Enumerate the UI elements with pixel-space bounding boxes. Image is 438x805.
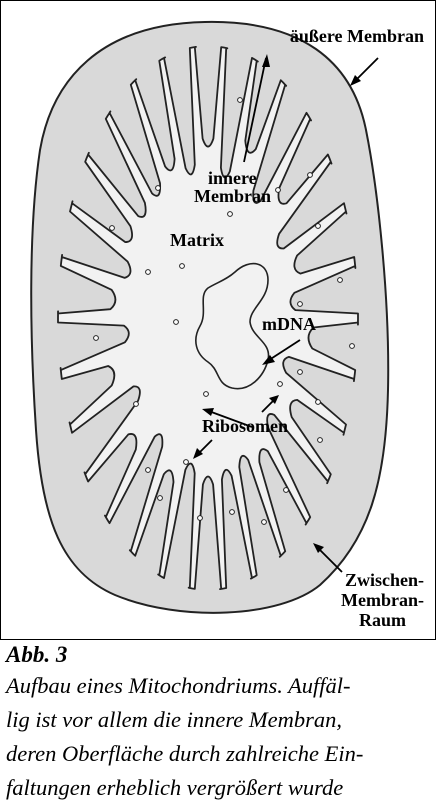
ribosome-dot — [184, 460, 189, 465]
caption-line: Aufbau eines Mitochondriums. Auffäl- — [6, 669, 436, 703]
label-intermembrane-2: Membran- — [341, 590, 424, 610]
caption-line: faltungen erheblich vergrößert wurde — [6, 771, 436, 805]
ribosome-dot — [94, 336, 99, 341]
figure-caption-title: Abb. 3 — [6, 641, 67, 669]
ribosome-dot — [156, 186, 161, 191]
ribosome-dot — [262, 520, 267, 525]
ribosome-dot — [230, 510, 235, 515]
ribosome-dot — [308, 173, 313, 178]
ribosome-dot — [134, 402, 139, 407]
label-inner-membrane-2: Membran — [194, 186, 271, 206]
label-outer-membrane: äußere Membran — [290, 26, 424, 46]
ribosome-dot — [284, 488, 289, 493]
ribosome-dot — [110, 226, 115, 231]
ribosome-dot — [228, 212, 233, 217]
ribosome-dot — [338, 278, 343, 283]
ribosome-dot — [318, 438, 323, 443]
ribosome-dot — [350, 344, 355, 349]
ribosome-dot — [198, 516, 203, 521]
caption-line: deren Oberfläche durch zahlreiche Ein- — [6, 737, 436, 771]
ribosome-dot — [278, 382, 283, 387]
label-intermembrane-1: Zwischen- — [345, 570, 424, 590]
ribosome-dot — [174, 320, 179, 325]
ribosome-dot — [316, 400, 321, 405]
ribosome-dot — [146, 468, 151, 473]
ribosome-dot — [204, 392, 209, 397]
label-mdna: mDNA — [262, 314, 316, 334]
caption-line: lig ist vor allem die innere Membran, — [6, 703, 436, 737]
ribosome-dot — [316, 224, 321, 229]
ribosome-dot — [180, 264, 185, 269]
label-ribosomes: Ribosomen — [202, 416, 288, 436]
ribosome-dot — [298, 370, 303, 375]
mitochondrion-diagram: äußere Membran innere Membran Matrix mDN… — [0, 0, 438, 640]
label-inner-membrane-1: innere — [208, 168, 257, 188]
figure-caption-text: Aufbau eines Mitochondriums. Auffäl- lig… — [6, 669, 436, 805]
ribosome-dot — [146, 270, 151, 275]
label-intermembrane-3: Raum — [359, 610, 406, 630]
ribosome-dot — [238, 98, 243, 103]
ribosome-dot — [276, 188, 281, 193]
ribosome-dot — [158, 496, 163, 501]
ribosome-dot — [298, 302, 303, 307]
label-matrix: Matrix — [170, 230, 224, 250]
